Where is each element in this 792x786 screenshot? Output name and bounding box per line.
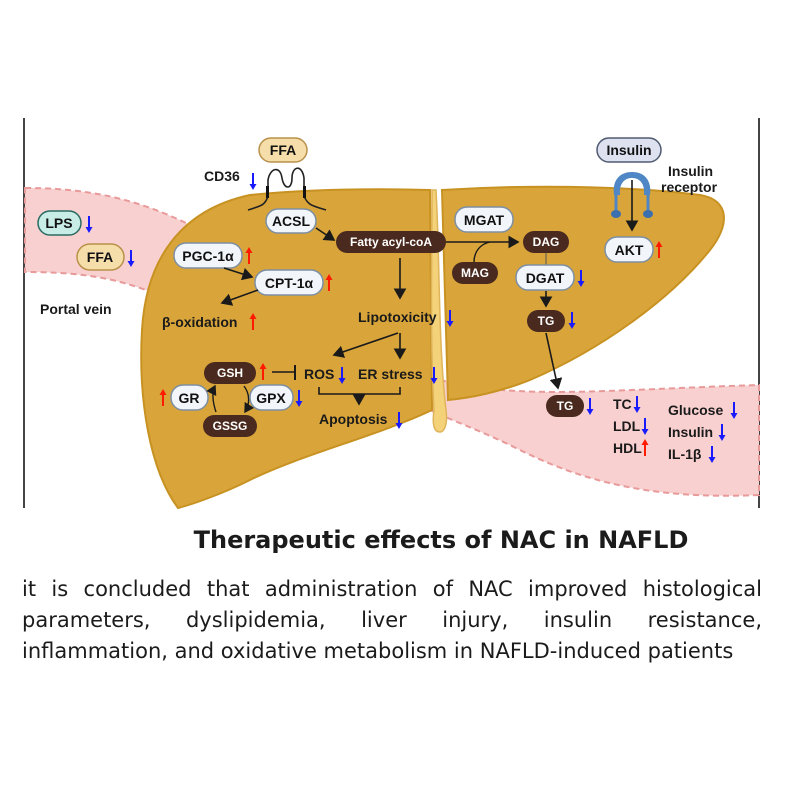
svg-text:TG: TG bbox=[538, 314, 555, 328]
pgc1a-pill: PGC-1α bbox=[173, 242, 243, 269]
dag-pill: DAG bbox=[523, 231, 569, 253]
mgat-pill: MGAT bbox=[454, 206, 514, 233]
cd36-label: CD36 bbox=[204, 168, 240, 184]
ros-label: ROS bbox=[304, 366, 334, 382]
svg-text:LPS: LPS bbox=[45, 215, 72, 231]
beta-oxidation-change-arrow bbox=[249, 313, 257, 330]
svg-text:MAG: MAG bbox=[461, 266, 489, 280]
blood-marker-change-arrow bbox=[641, 439, 649, 456]
svg-text:MGAT: MGAT bbox=[464, 212, 505, 228]
er-stress-label: ER stress bbox=[358, 366, 423, 382]
portal-vein-label: Portal vein bbox=[40, 301, 112, 317]
insulin-pill: Insulin bbox=[596, 137, 662, 163]
blood-vessel bbox=[428, 378, 760, 497]
svg-text:CPT-1α: CPT-1α bbox=[265, 275, 314, 291]
svg-text:PGC-1α: PGC-1α bbox=[182, 248, 234, 264]
cpt1a-change-arrow bbox=[325, 274, 333, 291]
blood-marker-change-arrow bbox=[633, 396, 641, 413]
lps-pill: LPS bbox=[37, 210, 82, 236]
insulin-receptor-label-line2: receptor bbox=[661, 179, 718, 195]
dgat-change-arrow bbox=[577, 270, 585, 287]
akt-pill: AKT bbox=[604, 236, 654, 263]
svg-text:GR: GR bbox=[179, 390, 200, 406]
svg-text:GSSG: GSSG bbox=[213, 419, 248, 433]
apoptosis-label: Apoptosis bbox=[319, 411, 388, 427]
svg-text:Fatty acyl-coA: Fatty acyl-coA bbox=[350, 235, 432, 249]
lipotoxicity-change-arrow bbox=[446, 310, 454, 327]
blood-marker-label: TC bbox=[613, 396, 632, 412]
svg-text:GPX: GPX bbox=[256, 390, 286, 406]
acsl-pill: ACSL bbox=[265, 208, 317, 234]
lps-change-arrow bbox=[85, 216, 93, 233]
svg-text:GSH: GSH bbox=[217, 366, 243, 380]
akt-change-arrow bbox=[655, 241, 663, 258]
blood-marker-label: Insulin bbox=[668, 424, 713, 440]
ffa-portal-change-arrow bbox=[127, 250, 135, 267]
gssg-pill: GSSG bbox=[203, 415, 257, 437]
blood-marker-label: HDL bbox=[613, 440, 642, 456]
lipotoxicity-label: Lipotoxicity bbox=[358, 309, 437, 325]
svg-text:Insulin: Insulin bbox=[606, 142, 651, 158]
gpx-change-arrow bbox=[295, 390, 303, 407]
blood-marker-change-arrow bbox=[718, 424, 726, 441]
svg-text:AKT: AKT bbox=[615, 242, 644, 258]
svg-text:DGAT: DGAT bbox=[526, 270, 565, 286]
pgc1a-change-arrow bbox=[245, 247, 253, 264]
tg-liver-pill: TG bbox=[527, 310, 565, 332]
mag-pill: MAG bbox=[452, 262, 498, 284]
blood-marker-change-arrow bbox=[641, 418, 649, 435]
cpt1a-pill: CPT-1α bbox=[254, 269, 324, 296]
apoptosis-change-arrow bbox=[395, 412, 403, 429]
ros-change-arrow bbox=[338, 367, 346, 384]
summary-paragraph: it is concluded that administration of N… bbox=[22, 577, 762, 663]
tg-liver-change-arrow bbox=[568, 312, 576, 329]
gr-pill: GR bbox=[170, 384, 209, 411]
gr-change-arrow bbox=[159, 389, 167, 406]
er-stress-change-arrow bbox=[430, 367, 438, 384]
ffa-membrane-pill: FFA bbox=[258, 137, 308, 163]
cd36-change-arrow bbox=[249, 173, 257, 190]
blood-marker-label: LDL bbox=[613, 418, 641, 434]
beta-oxidation-label: β-oxidation bbox=[162, 314, 237, 330]
ffa-portal-pill: FFA bbox=[76, 243, 125, 271]
nafld-pathway-diagram: FFA CD36 LPS FFA Portal vein ACSL Fatty … bbox=[23, 118, 760, 510]
svg-text:ACSL: ACSL bbox=[272, 213, 311, 229]
blood-marker-change-arrow bbox=[730, 402, 738, 419]
insulin-receptor-icon bbox=[611, 172, 653, 218]
gpx-pill: GPX bbox=[249, 384, 294, 411]
blood-marker-label: IL-1β bbox=[668, 446, 702, 462]
insulin-receptor-label-line1: Insulin bbox=[668, 163, 713, 179]
gsh-change-arrow bbox=[259, 363, 267, 380]
svg-text:FFA: FFA bbox=[87, 249, 113, 265]
gsh-pill: GSH bbox=[204, 362, 256, 384]
svg-text:DAG: DAG bbox=[533, 235, 560, 249]
svg-text:FFA: FFA bbox=[270, 142, 296, 158]
svg-text:TG: TG bbox=[557, 399, 574, 413]
tg-blood-change-arrow bbox=[586, 398, 594, 415]
tg-blood-pill: TG bbox=[546, 395, 584, 417]
figure-title: Therapeutic effects of NAC in NAFLD bbox=[193, 526, 689, 554]
blood-marker-change-arrow bbox=[708, 446, 716, 463]
fatty-acyl-coa-pill: Fatty acyl-coA bbox=[336, 231, 446, 253]
dgat-pill: DGAT bbox=[515, 264, 575, 291]
blood-marker-label: Glucose bbox=[668, 402, 723, 418]
